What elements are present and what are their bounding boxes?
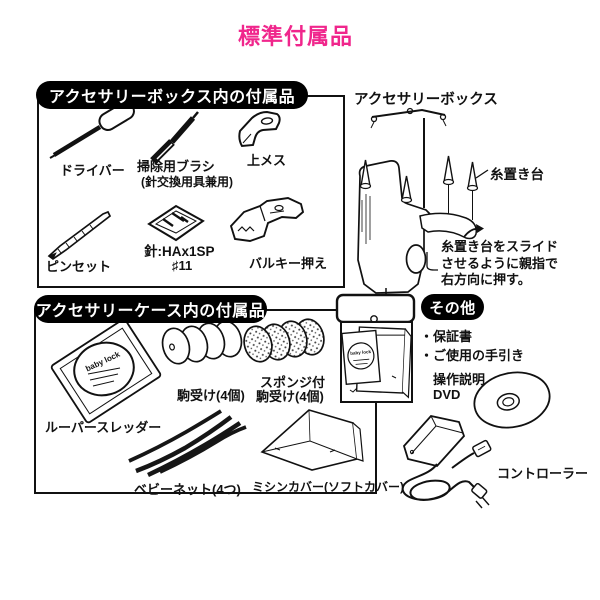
tweezers-icon: [47, 210, 112, 261]
dvd-label-line2: DVD: [433, 387, 461, 402]
tweezers-label: ピンセット: [46, 259, 112, 274]
power-plug-icon: [475, 496, 490, 509]
upper-knife-label: 上メス: [247, 153, 287, 168]
controller-label: コントローラー: [497, 466, 589, 481]
sewing-machine-illustration: [357, 107, 489, 296]
sponge-spool-caps-label-line2: 駒受け(4個): [256, 389, 324, 404]
accessory-box-section-header: アクセサリーボックス内の付属品: [36, 81, 308, 109]
thread-stand-leader-line: [475, 169, 489, 179]
presser-foot-label: バルキー押え: [249, 256, 328, 271]
looper-threader-label: ルーパースレッダー: [45, 420, 162, 435]
others-section-header: その他: [421, 294, 484, 320]
note-line-3: 右方向に押す。: [441, 272, 531, 287]
needle-pack-icon: [147, 204, 205, 242]
dvd-label-line1: 操作説明: [433, 372, 486, 387]
dvd-disc-icon: [473, 371, 551, 429]
accessory-case-section-header: アクセサリーケース内の付属品: [34, 295, 267, 323]
note-line-1: 糸置き台をスライド: [441, 239, 559, 254]
needle-label: 針:HAx1SP: [144, 244, 215, 259]
user-guide-bullet: ・ご使用の手引き: [420, 348, 525, 363]
spool-caps-label: 駒受け(4個): [177, 388, 245, 403]
page-title: 標準付属品: [238, 24, 354, 49]
baby-nets-icon: [128, 409, 247, 478]
looper-threader-icon: baby lock: [50, 318, 162, 424]
thread-stand-note: 糸置き台をスライド させるように親指で 右方向に押す。: [441, 239, 558, 289]
documents-package-illustration: baby lock: [335, 293, 416, 403]
accessory-box-label: アクセサリーボックス: [354, 92, 498, 108]
note-leader-line: [426, 252, 438, 271]
cleaning-brush-label: 掃除用ブラシ: [137, 159, 215, 174]
svg-text:baby lock: baby lock: [350, 349, 372, 356]
cleaning-brush-sublabel: (針交換用具兼用): [141, 175, 233, 189]
cleaning-brush-icon: [150, 111, 199, 164]
sponge-spool-caps-label-line1: スポンジ付: [260, 375, 326, 390]
screwdriver-label: ドライバー: [60, 163, 125, 178]
upper-knife-icon: [238, 110, 281, 148]
needle-size-label: ♯11: [172, 258, 193, 273]
sponge-spool-caps-icon: [243, 318, 325, 363]
machine-connector-icon: [472, 439, 492, 458]
dvd-label: 操作説明 DVD: [433, 372, 485, 402]
note-line-2: させるように親指で: [441, 255, 559, 271]
machine-cover-icon: [260, 409, 364, 471]
thread-stand-label: 糸置き台: [490, 167, 544, 182]
warranty-bullet: ・保証書: [420, 329, 473, 344]
machine-cover-label: ミシンカバー(ソフトカバー): [252, 480, 404, 494]
foot-controller-icon: [401, 415, 492, 509]
presser-foot-icon: [229, 197, 305, 242]
spool-caps-icon: [161, 320, 243, 365]
baby-nets-label: ベビーネット(4つ): [134, 482, 241, 497]
